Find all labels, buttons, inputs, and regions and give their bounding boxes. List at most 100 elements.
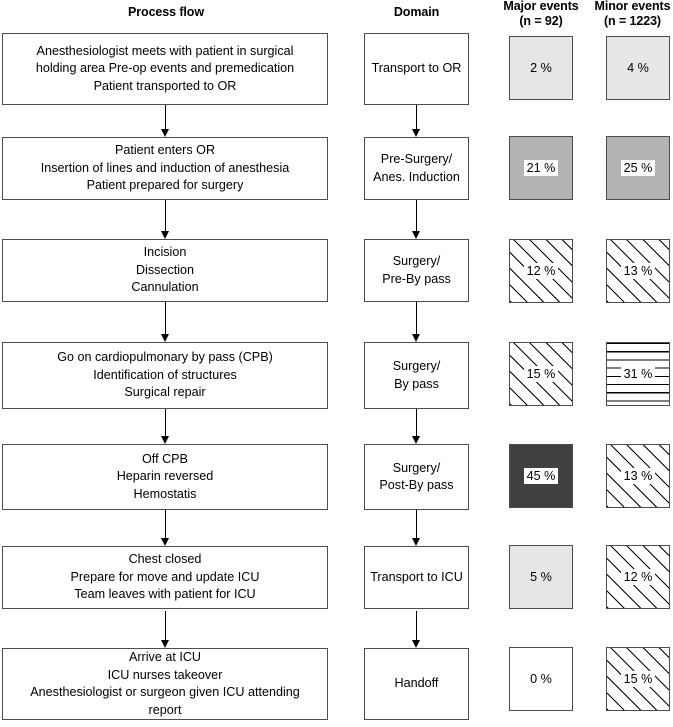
major-event-swatch-value: 5 %	[530, 570, 552, 584]
arrow-stem	[416, 105, 417, 130]
minor-events-title: Minor events	[594, 0, 671, 13]
domain-flow-arrow	[411, 409, 422, 444]
minor-event-swatch: 13 %	[606, 444, 670, 508]
process-step-box: Go on cardiopulmonary by pass (CPB)Ident…	[2, 342, 328, 409]
arrow-head-icon	[161, 129, 169, 137]
arrow-stem	[165, 200, 166, 232]
minor-event-swatch-value: 13 %	[620, 468, 656, 484]
domain-box: Handoff	[364, 648, 469, 720]
major-events-count: (n = 92)	[519, 14, 563, 28]
domain-text: Pre-Surgery/Anes. Induction	[373, 152, 460, 184]
domain-text: Surgery/By pass	[392, 359, 441, 391]
arrow-stem	[416, 510, 417, 539]
domain-flow-arrow	[411, 510, 422, 546]
domain-flow-arrow	[411, 302, 422, 342]
domain-text: Surgery/Pre-By pass	[382, 254, 451, 286]
arrow-head-icon	[412, 640, 420, 648]
major-event-swatch-value: 15 %	[523, 366, 559, 382]
arrow-stem	[416, 200, 417, 232]
minor-events-count: (n = 1223)	[603, 14, 661, 28]
arrow-head-icon	[412, 538, 420, 546]
major-event-swatch: 5 %	[509, 545, 573, 609]
arrow-head-icon	[161, 640, 169, 648]
arrow-head-icon	[412, 231, 420, 239]
domain-flow-arrow	[411, 611, 422, 648]
arrow-head-icon	[161, 231, 169, 239]
column-header-minor-events: Minor events (n = 1223)	[592, 0, 673, 29]
minor-event-swatch: 31 %	[606, 342, 670, 406]
minor-event-swatch: 4 %	[606, 36, 670, 100]
arrow-stem	[165, 409, 166, 437]
minor-event-swatch-value: 12 %	[620, 569, 656, 585]
minor-event-swatch: 13 %	[606, 239, 670, 303]
arrow-head-icon	[161, 538, 169, 546]
domain-box: Pre-Surgery/Anes. Induction	[364, 137, 469, 200]
domain-flow-arrow	[411, 200, 422, 239]
process-flow-arrow	[160, 409, 171, 444]
arrow-stem	[416, 302, 417, 335]
column-header-major-events: Major events (n = 92)	[492, 0, 590, 29]
major-event-swatch: 2 %	[509, 36, 573, 100]
major-events-title: Major events	[503, 0, 579, 13]
minor-event-swatch-value: 31 %	[620, 366, 656, 382]
process-step-text: Anesthesiologist meets with patient in s…	[35, 43, 295, 93]
minor-event-swatch: 12 %	[606, 545, 670, 609]
process-flow-arrow	[160, 302, 171, 342]
arrow-head-icon	[412, 129, 420, 137]
process-flow-arrow	[160, 105, 171, 137]
domain-box: Surgery/Post-By pass	[364, 444, 469, 510]
process-step-box: Anesthesiologist meets with patient in s…	[2, 33, 328, 105]
major-event-swatch: 0 %	[509, 647, 573, 711]
minor-event-swatch: 15 %	[606, 647, 670, 711]
domain-text: Handoff	[394, 676, 439, 691]
arrow-stem	[165, 302, 166, 335]
domain-box: Transport to ICU	[364, 546, 469, 609]
minor-event-swatch-value: 25 %	[620, 160, 656, 176]
minor-event-swatch-value: 15 %	[620, 671, 656, 687]
column-header-process-flow: Process flow	[128, 5, 204, 19]
domain-box: Surgery/Pre-By pass	[364, 239, 469, 302]
domain-box: Surgery/By pass	[364, 342, 469, 409]
domain-text: Transport to OR	[371, 61, 462, 76]
minor-event-swatch-value: 13 %	[620, 263, 656, 279]
arrow-stem	[416, 611, 417, 641]
domain-text: Surgery/Post-By pass	[379, 460, 454, 493]
arrow-head-icon	[412, 436, 420, 444]
major-event-swatch-value: 45 %	[523, 468, 559, 484]
process-flow-arrow	[160, 611, 171, 648]
major-event-swatch: 21 %	[509, 136, 573, 200]
arrow-stem	[165, 611, 166, 641]
major-event-swatch-value: 12 %	[523, 263, 559, 279]
column-header-domain: Domain	[393, 5, 440, 19]
minor-event-swatch-value: 4 %	[627, 61, 649, 75]
major-event-swatch-value: 0 %	[530, 672, 552, 686]
domain-box: Transport to OR	[364, 33, 469, 105]
major-event-swatch: 15 %	[509, 342, 573, 406]
major-event-swatch: 45 %	[509, 444, 573, 508]
major-event-swatch-value: 21 %	[523, 160, 559, 176]
process-step-text: Go on cardiopulmonary by pass (CPB)Ident…	[57, 350, 273, 400]
domain-flow-arrow	[411, 105, 422, 137]
arrow-head-icon	[161, 436, 169, 444]
domain-text: Transport to ICU	[370, 569, 463, 584]
arrow-stem	[165, 105, 166, 130]
process-flow-arrow	[160, 200, 171, 239]
process-flow-arrow	[160, 510, 171, 546]
arrow-head-icon	[161, 334, 169, 342]
arrow-stem	[165, 510, 166, 539]
arrow-head-icon	[412, 334, 420, 342]
major-event-swatch-value: 2 %	[530, 61, 552, 75]
minor-event-swatch: 25 %	[606, 136, 670, 200]
major-event-swatch: 12 %	[509, 239, 573, 303]
